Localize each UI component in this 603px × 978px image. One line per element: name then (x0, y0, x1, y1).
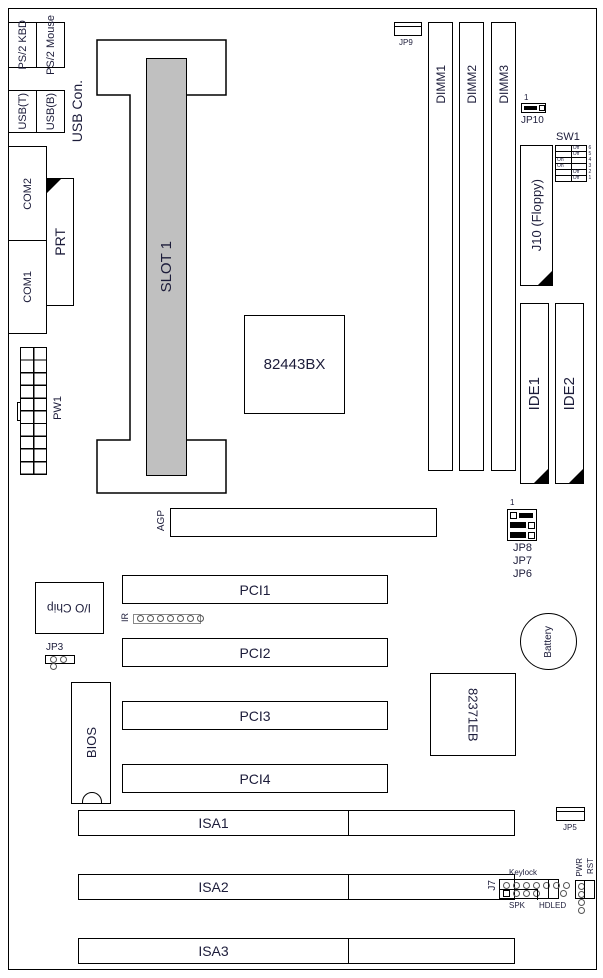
dimm2-label: DIMM2 (465, 65, 479, 104)
sw1-switch-number: 3 (588, 163, 592, 169)
dimm2-slot[interactable]: DIMM2 (459, 22, 484, 471)
jp7-label: JP7 (513, 555, 532, 567)
jp5-jumper[interactable] (556, 807, 585, 821)
pci2-label: PCI2 (239, 644, 271, 661)
pci3-label: PCI3 (239, 707, 271, 724)
sw1-switch-number: 4 (588, 157, 592, 163)
jp9-label: JP9 (399, 38, 413, 47)
sw1-switch-number: 1 (588, 175, 592, 181)
pci4-slot[interactable]: PCI4 (122, 764, 388, 793)
pw1-tab (17, 402, 21, 421)
jp8-pin1-label: 1 (510, 498, 515, 507)
dimm3-label: DIMM3 (497, 65, 511, 104)
dimm3-slot[interactable]: DIMM3 (491, 22, 516, 471)
pci1-label: PCI1 (239, 581, 271, 598)
dimm1-slot[interactable]: DIMM1 (428, 22, 453, 471)
agp-label: AGP (156, 510, 167, 532)
northbridge-label: 82443BX (263, 356, 326, 373)
jp10-jumper[interactable] (521, 103, 546, 113)
jp9-jumper[interactable] (394, 22, 422, 36)
southbridge-label: 82371EB (465, 687, 481, 742)
northbridge-82443bx: 82443BX (244, 315, 345, 414)
isa3-slot[interactable]: ISA3 (78, 938, 515, 964)
pci3-slot[interactable]: PCI3 (122, 701, 388, 730)
sw1-switch-number: 5 (588, 151, 592, 157)
southbridge-82371eb: 82371EB (430, 673, 516, 756)
pin1-marker (538, 271, 552, 285)
sw1-on-cell (555, 175, 572, 182)
isa2-label: ISA2 (198, 879, 229, 895)
j7-label: J7 (487, 880, 498, 891)
jp5-label: JP5 (563, 823, 577, 832)
board-outline (8, 8, 597, 970)
jp3-label: JP3 (46, 642, 64, 653)
j10-floppy-connector[interactable]: J10 (Floppy) (520, 145, 553, 286)
pci2-slot[interactable]: PCI2 (122, 638, 388, 667)
slot1-cpu-slot[interactable]: SLOT 1 (146, 58, 187, 476)
keylock-label: Keylock (509, 868, 538, 877)
agp-slot[interactable] (170, 508, 437, 537)
pin1-marker (534, 469, 548, 483)
com2-port[interactable]: COM2 (8, 146, 47, 241)
sw1-switch-number: 2 (588, 169, 592, 175)
isa2-slot[interactable]: ISA2 (78, 874, 515, 900)
battery: Battery (520, 613, 577, 670)
bios-chip: BIOS (71, 682, 111, 804)
pwr-label: PWR (575, 858, 584, 877)
ir-label: IR (120, 613, 130, 622)
ide1-connector[interactable]: IDE1 (520, 303, 549, 484)
io-chip: I/O Chip (35, 582, 104, 634)
ide2-connector[interactable]: IDE2 (555, 303, 584, 484)
pci4-label: PCI4 (239, 770, 271, 787)
dimm1-label: DIMM1 (434, 65, 448, 104)
bios-label: BIOS (83, 727, 99, 759)
printer-port[interactable]: PRT (46, 178, 74, 306)
pwr-rst-header[interactable] (575, 880, 595, 914)
sw1-label: SW1 (556, 131, 580, 143)
jp8-label: JP8 (513, 542, 532, 554)
jp10-pin1-label: 1 (524, 93, 529, 102)
ide1-label: IDE1 (526, 376, 543, 411)
io-chip-label: I/O Chip (47, 601, 92, 615)
ps2-mouse-port[interactable]: PS/2 Mouse (36, 15, 65, 75)
spk-label: SPK (509, 901, 526, 910)
isa3-label: ISA3 (198, 943, 229, 959)
slot1-label: SLOT 1 (158, 241, 175, 293)
ir-header[interactable] (133, 614, 204, 624)
pci1-slot[interactable]: PCI1 (122, 575, 388, 604)
ps2-keyboard-port[interactable]: PS/2 KBD (8, 20, 37, 70)
hdled-label: HDLED (539, 901, 567, 910)
pin1-marker (569, 469, 583, 483)
floppy-label: J10 (Floppy) (529, 179, 544, 252)
sw1-off-cell: Off (570, 175, 588, 182)
ide2-label: IDE2 (561, 376, 578, 411)
jp8-jp7-jp6-jumpers[interactable] (507, 509, 537, 541)
usb-bottom-port[interactable]: USB(B) (36, 90, 65, 133)
jp6-label: JP6 (513, 568, 532, 580)
pw1-power-connector[interactable] (20, 347, 47, 475)
rst-label: RST (586, 858, 595, 874)
pin1-marker (47, 179, 61, 193)
j7-front-panel-header[interactable] (499, 879, 570, 900)
isa1-label: ISA1 (198, 815, 229, 831)
com1-port[interactable]: COM1 (8, 240, 47, 334)
sw1-switch-number: 6 (588, 145, 592, 151)
jp3-jumper[interactable] (45, 655, 75, 670)
battery-label: Battery (543, 625, 554, 658)
isa1-slot[interactable]: ISA1 (78, 810, 515, 836)
jp10-label: JP10 (521, 115, 544, 126)
